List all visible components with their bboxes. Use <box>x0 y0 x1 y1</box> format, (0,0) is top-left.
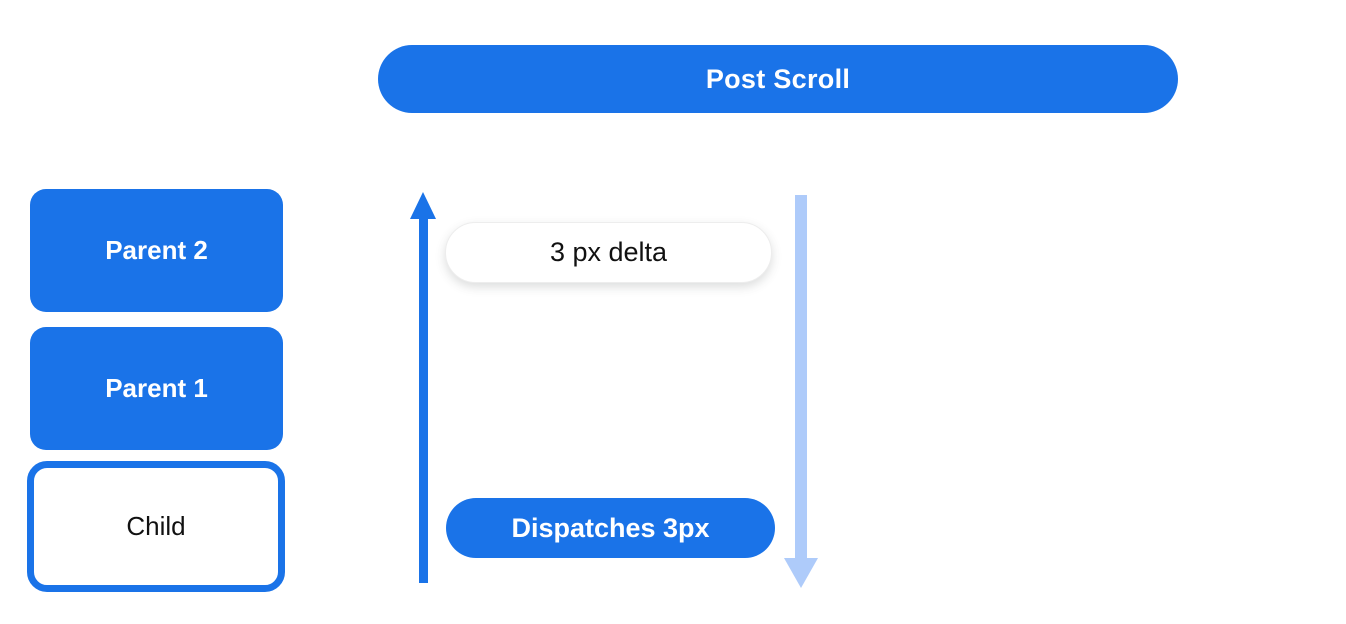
up-arrow-line <box>418 219 428 583</box>
dispatch-annotation-label: Dispatches 3px <box>511 512 710 543</box>
dispatch-annotation-pill: Dispatches 3px <box>446 498 775 558</box>
down-arrow-line <box>795 195 807 558</box>
post-scroll-label: Post Scroll <box>705 63 851 94</box>
scroll-down-arrow <box>784 195 818 588</box>
node-parent-2: Parent 2 <box>30 189 283 312</box>
up-arrowhead-icon <box>410 192 436 219</box>
notification-up-arrow <box>410 192 436 583</box>
down-arrowhead-icon <box>784 558 818 588</box>
post-scroll-pill: Post Scroll <box>378 45 1178 113</box>
node-parent-2-label: Parent 2 <box>105 235 208 265</box>
delta-annotation-pill: 3 px delta <box>445 222 772 283</box>
node-child-label: Child <box>126 511 186 541</box>
delta-annotation-label: 3 px delta <box>549 237 668 267</box>
node-parent-1: Parent 1 <box>30 327 283 450</box>
node-child: Child <box>27 461 285 592</box>
node-parent-1-label: Parent 1 <box>105 373 208 403</box>
